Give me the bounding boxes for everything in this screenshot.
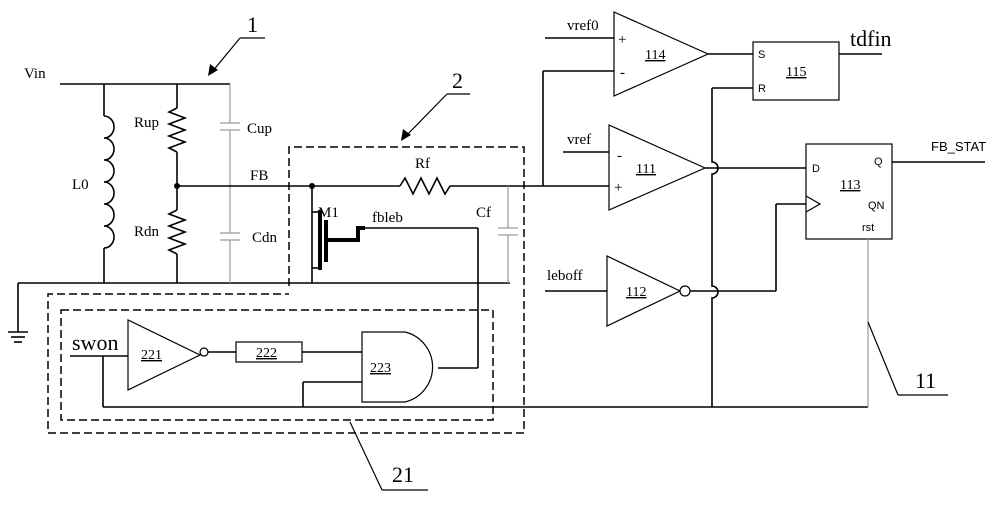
inductor-l0	[103, 84, 115, 283]
label-vin: Vin	[24, 66, 46, 82]
id-111: 111	[636, 162, 656, 177]
control-logic: + - 114 vref0 S R 115 tdfin - + 111 vref…	[542, 11, 986, 407]
pin-111-plus: +	[614, 180, 622, 196]
label-rup: Rup	[134, 115, 159, 131]
label-cf: Cf	[476, 205, 491, 221]
callout-21: 21	[392, 462, 414, 487]
block-21-blanking: 221 222 223 swon	[70, 319, 868, 408]
pin-113-rst: rst	[862, 222, 874, 234]
pin-115-r: R	[758, 83, 766, 95]
pin-115-s: S	[758, 49, 765, 61]
label-tdfin: tdfin	[850, 26, 892, 51]
label-fb-stat: FB_STAT	[931, 139, 986, 154]
inverter-221-bubble	[199, 347, 209, 357]
inverter-112	[606, 255, 682, 327]
boundary-block-2	[47, 146, 525, 434]
capacitor-cf	[498, 186, 518, 283]
label-swon: swon	[72, 330, 118, 355]
callout-1: 1	[247, 12, 258, 37]
id-115: 115	[786, 65, 806, 80]
id-223: 223	[370, 361, 391, 376]
label-m1: M1	[318, 205, 339, 221]
label-fbleb: fbleb	[372, 210, 403, 226]
comparator-114	[613, 11, 710, 97]
ground-symbol	[8, 331, 28, 343]
resistor-rup	[166, 84, 188, 186]
pin-114-plus: +	[618, 32, 626, 48]
callout-11: 11	[915, 368, 936, 393]
label-leboff: leboff	[547, 268, 583, 284]
label-vref: vref	[567, 132, 591, 148]
transistor-m1	[311, 186, 478, 283]
flip-flop-113	[805, 143, 893, 240]
comparator-111	[608, 124, 707, 211]
input-network: Vin L0 Rup Rdn Cup Cdn FB	[8, 66, 510, 343]
id-114: 114	[645, 48, 665, 63]
sr-latch-115	[752, 41, 840, 101]
pin-113-d: D	[812, 163, 820, 175]
callouts: 1 2 11 21	[208, 12, 948, 491]
id-222: 222	[256, 346, 277, 361]
id-221: 221	[141, 348, 162, 363]
label-vref0: vref0	[567, 18, 599, 34]
label-l0: L0	[72, 177, 89, 193]
pin-113-qn: QN	[868, 200, 885, 212]
and-gate-223	[361, 331, 434, 403]
capacitor-cdn	[220, 186, 240, 283]
id-112: 112	[626, 285, 646, 300]
label-cdn: Cdn	[252, 230, 278, 246]
block-2-filter: Rf M1 fbleb Cf	[309, 156, 609, 369]
label-cup: Cup	[247, 121, 272, 137]
inverter-112-bubble	[679, 285, 691, 297]
resistor-rf	[399, 176, 609, 196]
dashed-boundaries	[47, 146, 525, 434]
pin-113-q: Q	[874, 156, 883, 168]
pin-111-minus: -	[617, 148, 622, 164]
id-113: 113	[840, 178, 860, 193]
capacitor-cup	[220, 84, 240, 186]
resistor-rdn	[166, 186, 188, 283]
label-rf: Rf	[415, 156, 430, 172]
callout-2: 2	[452, 68, 463, 93]
label-rdn: Rdn	[134, 224, 160, 240]
pin-114-minus: -	[620, 65, 625, 81]
label-fb: FB	[250, 168, 268, 184]
boundary-block-21	[60, 309, 494, 421]
inverter-221	[127, 319, 202, 391]
